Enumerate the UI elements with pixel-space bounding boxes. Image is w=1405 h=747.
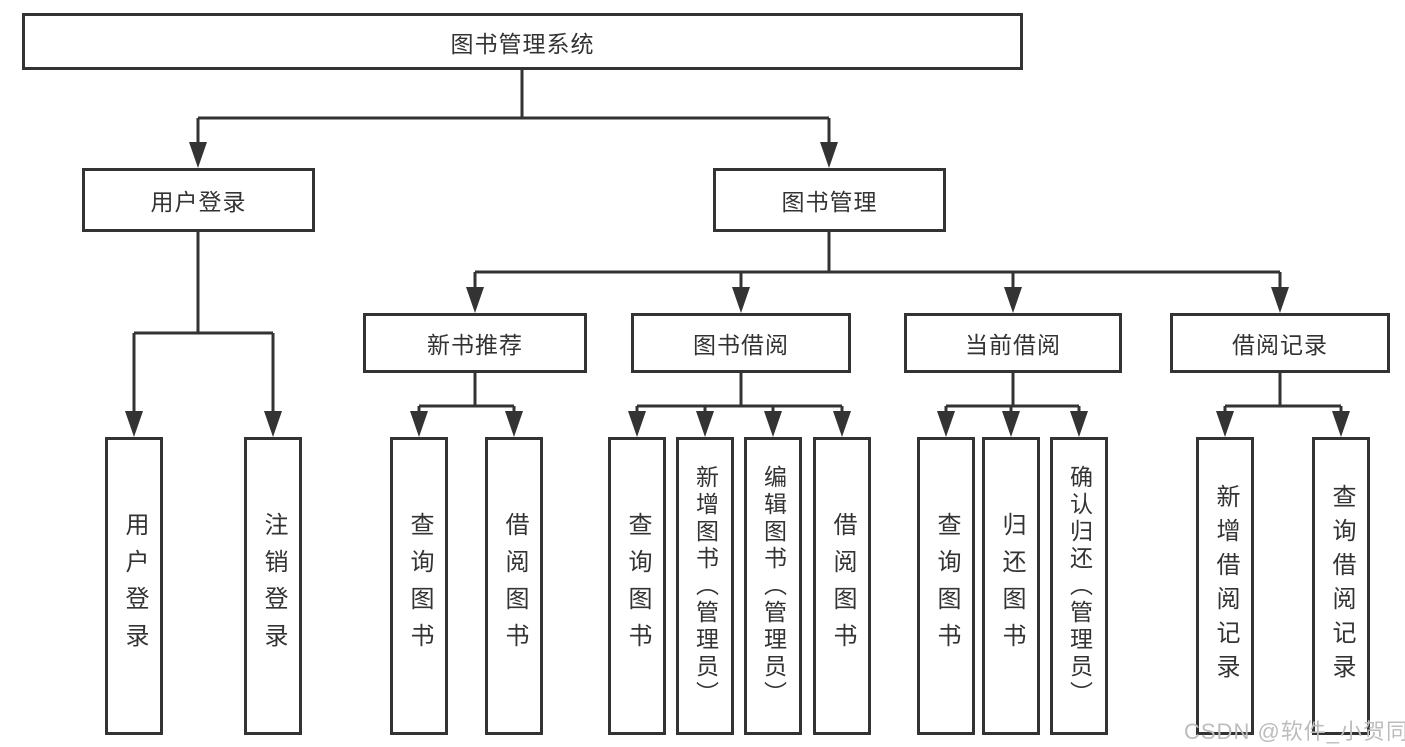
leaf-borrow-books: 借阅图书: [813, 437, 871, 735]
leaf-label: 查询图书: [933, 512, 960, 660]
leaf-label: 编辑图书（管理员）: [760, 464, 787, 708]
leaf-current-query-books: 查询图书: [917, 437, 975, 735]
leaf-user-login: 用户登录: [105, 437, 163, 735]
node-borrowing-records: 借阅记录: [1170, 313, 1390, 373]
leaf-label: 新增图书（管理员）: [692, 464, 719, 708]
leaf-label: 用户登录: [121, 512, 148, 660]
node-label: 新书推荐: [427, 332, 523, 358]
leaf-label: 确认归还（管理员）: [1066, 464, 1093, 708]
node-label: 当前借阅: [965, 332, 1061, 358]
node-book-borrowing: 图书借阅: [631, 313, 851, 373]
leaf-logout: 注销登录: [244, 437, 302, 735]
leaf-borrowing-query-books: 查询图书: [608, 437, 666, 735]
leaf-recommend-borrow-books: 借阅图书: [485, 437, 543, 735]
node-label: 借阅记录: [1232, 332, 1328, 358]
leaf-label: 借阅图书: [501, 512, 528, 660]
connector-paths: [132, 70, 1343, 413]
leaf-label: 借阅图书: [829, 512, 856, 660]
leaf-add-books-admin: 新增图书（管理员）: [676, 437, 734, 735]
leaf-label: 查询图书: [406, 512, 433, 660]
node-label: 用户登录: [150, 189, 247, 215]
csdn-watermark: CSDN @软件_小贺同学: [1184, 719, 1405, 744]
leaf-return-books: 归还图书: [982, 437, 1040, 735]
leaf-label: 查询借阅记录: [1328, 484, 1355, 688]
leaf-label: 查询图书: [624, 512, 651, 660]
node-label: 图书管理: [781, 189, 878, 215]
leaf-query-borrow-record: 查询借阅记录: [1312, 437, 1370, 735]
node-label: 图书借阅: [693, 332, 789, 358]
node-current-borrowing: 当前借阅: [904, 313, 1122, 373]
leaf-edit-books-admin: 编辑图书（管理员）: [744, 437, 802, 735]
leaf-label: 新增借阅记录: [1212, 484, 1239, 688]
node-book-management: 图书管理: [713, 168, 946, 232]
leaf-label: 归还图书: [998, 512, 1025, 660]
leaf-confirm-return-admin: 确认归还（管理员）: [1050, 437, 1108, 735]
root-node: 图书管理系统: [22, 13, 1023, 70]
leaf-label: 注销登录: [260, 512, 287, 660]
node-new-book-recommendation: 新书推荐: [363, 313, 587, 373]
root-node-label: 图书管理系统: [450, 30, 595, 57]
connector-arrowheads: [125, 142, 1350, 437]
leaf-recommend-query-books: 查询图书: [390, 437, 448, 735]
leaf-add-borrow-record: 新增借阅记录: [1196, 437, 1254, 735]
node-user-login: 用户登录: [82, 168, 315, 232]
